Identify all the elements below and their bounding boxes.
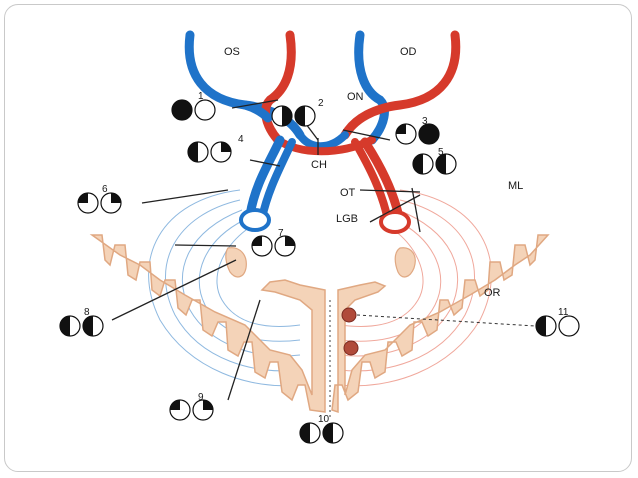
lesion-6: 6: [77, 184, 122, 214]
field-right-eye-icon: [210, 141, 232, 163]
lesion-number: 6: [102, 184, 108, 195]
lesion-number: 9: [198, 392, 204, 403]
field-right-eye-icon: [100, 192, 122, 214]
lesion-9: 9: [169, 392, 214, 421]
field-left-eye-icon: [412, 153, 434, 175]
visual-field-defects: 1 2 3 4 5 6 7 8 9 10 11: [59, 91, 580, 444]
field-right-eye-icon: [322, 422, 344, 444]
field-left-eye-icon: [395, 123, 417, 145]
field-left-eye-icon: [59, 315, 81, 337]
label-ml: ML: [508, 180, 523, 192]
field-right-eye-icon: [194, 99, 216, 121]
field-left-eye-icon: [169, 399, 191, 421]
lgb-right: [379, 210, 411, 234]
lesion-pointers: [111, 99, 421, 401]
lesion-number: 11: [558, 307, 569, 318]
lesion-2: 2: [271, 98, 324, 127]
lesion-number: 4: [238, 134, 244, 145]
lesion-5: 5: [412, 147, 457, 175]
cortex-right: [331, 234, 550, 414]
lesion-number: 3: [422, 116, 428, 127]
field-left-eye-icon: [299, 422, 321, 444]
lesion-4: 4: [187, 134, 244, 163]
lesion-number: 10: [318, 414, 330, 425]
label-ot: OT: [340, 187, 356, 199]
lesion-number: 5: [438, 147, 444, 158]
lesion-11: 11: [535, 307, 580, 337]
lesion-1: 1: [171, 91, 216, 121]
field-right-eye-icon: [82, 315, 104, 337]
cortex-left: [89, 234, 326, 413]
nucleus-upper: [341, 307, 357, 323]
lgb-left: [239, 208, 271, 232]
lesion-number: 2: [318, 98, 324, 109]
label-ch: CH: [311, 159, 327, 171]
lesion-7: 7: [251, 228, 296, 257]
field-right-eye-icon: [435, 153, 457, 175]
label-lgb: LGB: [336, 213, 358, 225]
label-on: ON: [347, 91, 364, 103]
field-left-eye-icon: [271, 105, 293, 127]
optic-tract-left: [245, 135, 296, 222]
eye-od: [340, 30, 461, 145]
field-right-eye-icon: [192, 399, 214, 421]
lesion-8: 8: [59, 307, 104, 337]
label-os: OS: [224, 46, 240, 58]
field-left-eye-icon: [187, 141, 209, 163]
lesion-number: 8: [84, 307, 90, 318]
field-left-eye-icon: [251, 235, 273, 257]
field-left-eye-icon: [77, 192, 99, 214]
lesion-number: 1: [198, 91, 204, 102]
lesion-number: 7: [278, 228, 284, 239]
field-left-eye-icon: [535, 315, 557, 337]
nucleus-lower: [343, 340, 359, 356]
label-od: OD: [400, 46, 417, 58]
lesion-10: 10: [299, 414, 344, 444]
field-right-eye-icon: [294, 105, 316, 127]
field-right-eye-icon: [274, 235, 296, 257]
label-or: OR: [484, 287, 501, 299]
field-right-eye-icon: [558, 315, 580, 337]
field-right-eye-icon: [418, 123, 440, 145]
lesion-3: 3: [395, 116, 440, 145]
field-left-eye-icon: [171, 99, 193, 121]
